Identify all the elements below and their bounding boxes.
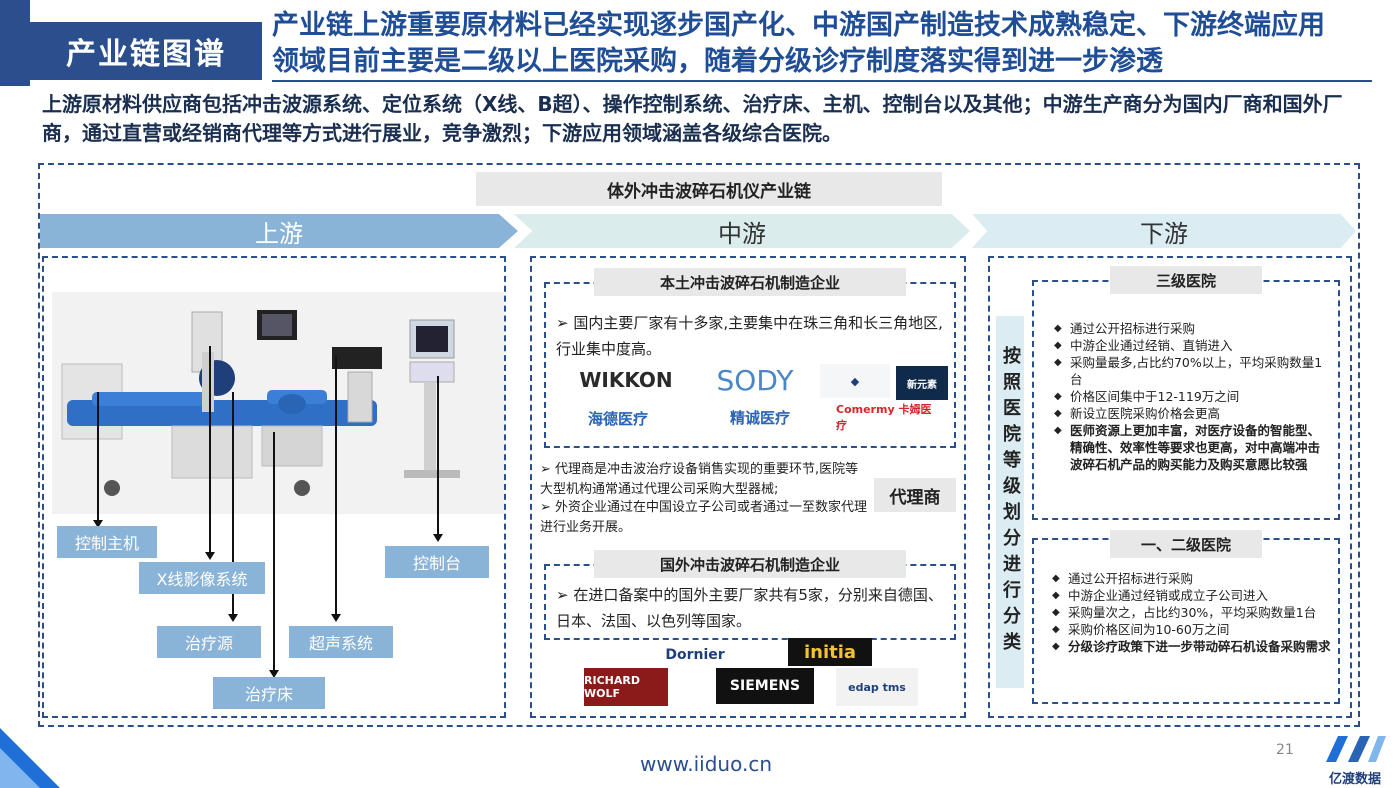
- corner-decoration-icon: [0, 728, 60, 788]
- agent-text-1-content: 代理商是冲击波治疗设备销售实现的重要环节,医院等大型机构通常通过代理公司采购大型…: [540, 462, 859, 497]
- label-treatment-source: 治疗源: [157, 626, 261, 658]
- list-item: 采购量最多,占比约70%以上，平均采购数量1台: [1054, 354, 1332, 388]
- midstream-band: 中游: [514, 214, 970, 248]
- arrowhead: [269, 670, 279, 678]
- list-item: 中游企业通过经销、直销进入: [1054, 337, 1332, 354]
- arrowhead: [228, 614, 238, 622]
- logo-comermy: Comermy 卡姆医疗: [836, 403, 932, 432]
- brand-mark-icon: [1326, 736, 1386, 762]
- logo-edap-tms: edap tms: [836, 668, 918, 706]
- upstream-panel: [42, 256, 506, 718]
- label-xray-system: X线影像系统: [139, 562, 265, 594]
- page-title: 产业链上游重要原材料已经实现逐步国产化、中游国产制造技术成熟稳定、下游终端应用领…: [272, 10, 1325, 77]
- logo-siemens: SIEMENS: [716, 668, 814, 704]
- label-console: 控制台: [385, 546, 489, 578]
- domestic-title: 本土冲击波碎石机制造企业: [594, 268, 906, 296]
- arrowhead: [331, 614, 341, 622]
- agent-text-2: ➢ 外资企业通过在中国设立子公司或者通过一至数家代理进行业务开展。: [540, 500, 868, 535]
- foreign-text: ➢ 在进口备案中的国外主要厂家共有5家，分别来自德国、日本、法国、以色列等国家。: [556, 586, 943, 630]
- arrowhead: [205, 552, 215, 560]
- tier3-list: 通过公开招标进行采购 中游企业通过经销、直销进入 采购量最多,占比约70%以上，…: [1054, 320, 1332, 473]
- leader-line-source: [232, 392, 234, 614]
- list-item: 分级诊疗政策下进一步带动碎石机设备采购需求: [1052, 638, 1332, 655]
- agent-text-2-content: 外资企业通过在中国设立子公司或者通过一至数家代理进行业务开展。: [540, 500, 868, 535]
- label-control-host: 控制主机: [57, 526, 157, 558]
- foreign-title: 国外冲击波碎石机制造企业: [594, 550, 906, 578]
- section-tag: 产业链图谱: [30, 22, 262, 80]
- logo-dornier: Dornier: [665, 647, 725, 663]
- lithotripter-image: [52, 292, 504, 514]
- upstream-band: 上游: [40, 214, 518, 248]
- downstream-panel: [988, 256, 1352, 718]
- logo-xinyuansu: 新元素: [896, 366, 948, 400]
- header-divider: [272, 80, 1372, 82]
- lithotripter-machine-icon: [61, 310, 460, 496]
- arrowhead: [433, 534, 443, 542]
- leader-line-console: [437, 376, 439, 534]
- logo-jingcheng: 精诚医疗: [729, 408, 790, 427]
- list-item: 通过公开招标进行采购: [1054, 320, 1332, 337]
- leader-line-ultrasound: [335, 356, 337, 614]
- classify-label: 按照医院等级划分进行分类: [996, 316, 1024, 688]
- list-item: 新设立医院采购价格会更高: [1054, 405, 1332, 422]
- agent-label: 代理商: [874, 478, 956, 512]
- whale-logo-icon: ◆: [820, 364, 890, 398]
- midstream-panel: [530, 256, 966, 718]
- list-item: 采购量次之，占比约30%，平均采购数量1台: [1052, 604, 1332, 621]
- intro-text: 上游原材料供应商包括冲击波源系统、定位系统（X线、B超）、操作控制系统、治疗床、…: [42, 92, 1343, 145]
- logo-haide: 海德医疗: [587, 409, 648, 428]
- chain-frame: [38, 163, 1360, 727]
- list-item: 中游企业通过经销或成立子公司进入: [1052, 587, 1332, 604]
- logo-initia: initia: [788, 638, 872, 666]
- leader-line-bed: [273, 432, 275, 670]
- chain-title: 体外冲击波碎石机仪产业链: [476, 172, 942, 206]
- logo-richard-wolf: RICHARD WOLF: [584, 668, 668, 706]
- leader-line-control-host: [97, 392, 99, 520]
- foreign-text-content: 在进口备案中的国外主要厂家共有5家，分别来自德国、日本、法国、以色列等国家。: [556, 586, 943, 630]
- tier12-title: 一、二级医院: [1110, 530, 1262, 558]
- brand-name: 亿渡数据: [1328, 772, 1381, 787]
- footer-url[interactable]: www.iiduo.cn: [640, 752, 772, 776]
- tier3-title: 三级医院: [1110, 266, 1262, 294]
- arrowhead: [93, 520, 103, 528]
- domestic-text: ➢ 国内主要厂家有十多家,主要集中在珠三角和长三角地区,行业集中度高。: [556, 314, 943, 358]
- agent-text-1: ➢ 代理商是冲击波治疗设备销售实现的重要环节,医院等大型机构通常通过代理公司采购…: [540, 462, 859, 497]
- list-item: 采购价格区间为10-60万之间: [1052, 621, 1332, 638]
- tier12-list: 通过公开招标进行采购 中游企业通过经销或成立子公司进入 采购量次之，占比约30%…: [1052, 570, 1332, 655]
- leader-line-xray: [209, 346, 211, 552]
- logo-sody: SODY: [716, 363, 794, 397]
- domestic-text-content: 国内主要厂家有十多家,主要集中在珠三角和长三角地区,行业集中度高。: [556, 314, 943, 358]
- logo-wikkon: WIKKON: [579, 368, 673, 392]
- downstream-band: 下游: [972, 214, 1356, 248]
- list-item: 通过公开招标进行采购: [1052, 570, 1332, 587]
- label-treatment-bed: 治疗床: [213, 677, 325, 709]
- list-item: 医师资源上更加丰富，对医疗设备的智能型、精确性、效率性等要求也更高，对中高端冲击…: [1054, 422, 1332, 473]
- header-stripe: [0, 0, 30, 86]
- page-number: 21: [1276, 742, 1294, 758]
- list-item: 价格区间集中于12-119万之间: [1054, 388, 1332, 405]
- brand-logo: 亿渡数据: [1320, 732, 1390, 787]
- label-ultrasound-system: 超声系统: [289, 626, 393, 658]
